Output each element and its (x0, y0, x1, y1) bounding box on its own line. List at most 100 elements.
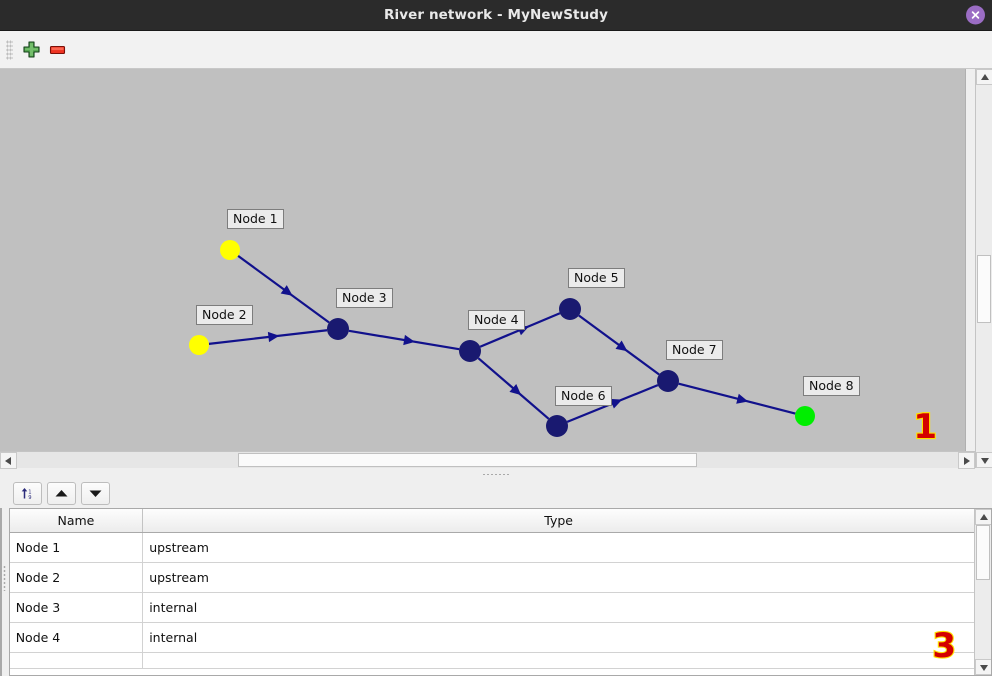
edge-arrow-icon (609, 398, 623, 409)
vscroll-up-arrow[interactable] (976, 69, 992, 85)
nodes-panel-toolbar: 1 9 (8, 479, 992, 508)
nodes-vscroll-up-arrow[interactable] (975, 509, 992, 525)
close-x-glyph (971, 11, 980, 19)
graph-node-node-5[interactable] (559, 298, 581, 320)
graph-node-node-6[interactable] (546, 415, 568, 437)
triangle-up-icon (979, 513, 988, 520)
horizontal-splitter[interactable] (0, 469, 992, 479)
node-label-node-6[interactable]: Node 6 (555, 386, 612, 406)
hscroll-left-arrow[interactable] (0, 452, 17, 469)
cell-name[interactable]: Node 3 (9, 592, 144, 623)
graph-node-node-7[interactable] (657, 370, 679, 392)
links-table-vscrollbar[interactable] (1, 509, 2, 675)
cell-type[interactable]: internal (142, 592, 975, 623)
cell-type[interactable]: upstream (142, 562, 975, 593)
cell-type[interactable]: internal (142, 622, 975, 653)
vscroll-down-arrow[interactable] (976, 452, 992, 468)
column-header-type[interactable]: Type (142, 509, 975, 533)
triangle-down-icon (980, 457, 989, 464)
column-header-name[interactable]: Name (9, 509, 144, 533)
sort-icon: 1 9 (21, 488, 31, 501)
network-graph (189, 240, 815, 437)
title-bar: River network - MyNewStudy (0, 0, 992, 31)
nodes-move-down-button[interactable] (80, 482, 110, 505)
nodes-sort-button[interactable]: 1 9 (12, 482, 42, 505)
hscroll-track[interactable] (17, 452, 958, 468)
vertical-splitter[interactable] (0, 479, 9, 676)
arrow-down-icon (89, 490, 102, 497)
nodes-vscroll-track[interactable] (975, 525, 992, 659)
graph-vscrollbar[interactable] (975, 69, 992, 468)
cell-name[interactable]: Node 4 (9, 622, 144, 653)
node-label-node-5[interactable]: Node 5 (568, 268, 625, 288)
edge-Node3-to-Node4[interactable] (348, 329, 460, 351)
graph-node-node-2[interactable] (189, 335, 209, 355)
graph-node-node-3[interactable] (327, 318, 349, 340)
edge-arrow-icon (403, 334, 415, 346)
vscroll-thumb[interactable] (977, 255, 991, 323)
cell-empty (142, 652, 975, 669)
edge-Node1-to-Node3[interactable] (237, 255, 330, 324)
nodes-table-vscrollbar[interactable] (974, 509, 992, 675)
node-label-node-2[interactable]: Node 2 (196, 305, 253, 325)
svg-text:9: 9 (28, 495, 31, 501)
plus-icon (22, 41, 40, 58)
edge-Node7-to-Node8[interactable] (678, 382, 796, 415)
cell-empty (9, 652, 144, 669)
add-node-button[interactable] (18, 37, 44, 63)
edge-arrow-icon (509, 384, 522, 396)
table-row-empty (9, 652, 975, 669)
vscroll-track[interactable] (976, 85, 992, 452)
triangle-down-icon (979, 664, 988, 671)
node-label-node-1[interactable]: Node 1 (227, 209, 284, 229)
close-icon[interactable] (966, 5, 985, 25)
nodes-vscroll-thumb[interactable] (976, 525, 991, 580)
minus-bar-icon (49, 45, 65, 55)
arrow-up-icon (55, 490, 68, 497)
delete-node-button[interactable] (44, 37, 70, 63)
node-label-node-4[interactable]: Node 4 (468, 310, 525, 330)
node-label-node-3[interactable]: Node 3 (336, 288, 393, 308)
hscroll-thumb[interactable] (238, 453, 697, 467)
node-label-node-7[interactable]: Node 7 (666, 340, 723, 360)
edge-arrow-icon (615, 340, 628, 352)
cell-type[interactable]: upstream (142, 532, 975, 563)
vsplitter-grip (3, 564, 7, 591)
graph-node-node-4[interactable] (459, 340, 481, 362)
graph-node-node-8[interactable] (795, 406, 815, 426)
triangle-up-icon (980, 73, 989, 80)
cell-name[interactable]: Node 2 (9, 562, 144, 593)
graph-node-node-1[interactable] (220, 240, 240, 260)
triangle-right-icon (964, 456, 970, 465)
cell-name[interactable]: Node 1 (9, 532, 144, 563)
edge-arrow-icon (280, 285, 293, 296)
svg-text:1: 1 (28, 489, 31, 495)
edge-Node2-to-Node3[interactable] (208, 329, 328, 345)
toolbar-grip[interactable] (6, 39, 13, 60)
main-toolbar (0, 31, 992, 69)
graph-hscrollbar[interactable] (0, 451, 975, 469)
hscroll-right-arrow[interactable] (958, 452, 975, 469)
nodes-vscroll-down-arrow[interactable] (975, 659, 992, 675)
triangle-left-icon (5, 456, 11, 465)
edge-arrow-icon (736, 393, 749, 404)
splitter-grip (482, 472, 510, 476)
window-title: River network - MyNewStudy (384, 7, 608, 23)
nodes-move-up-button[interactable] (46, 482, 76, 505)
node-label-node-8[interactable]: Node 8 (803, 376, 860, 396)
